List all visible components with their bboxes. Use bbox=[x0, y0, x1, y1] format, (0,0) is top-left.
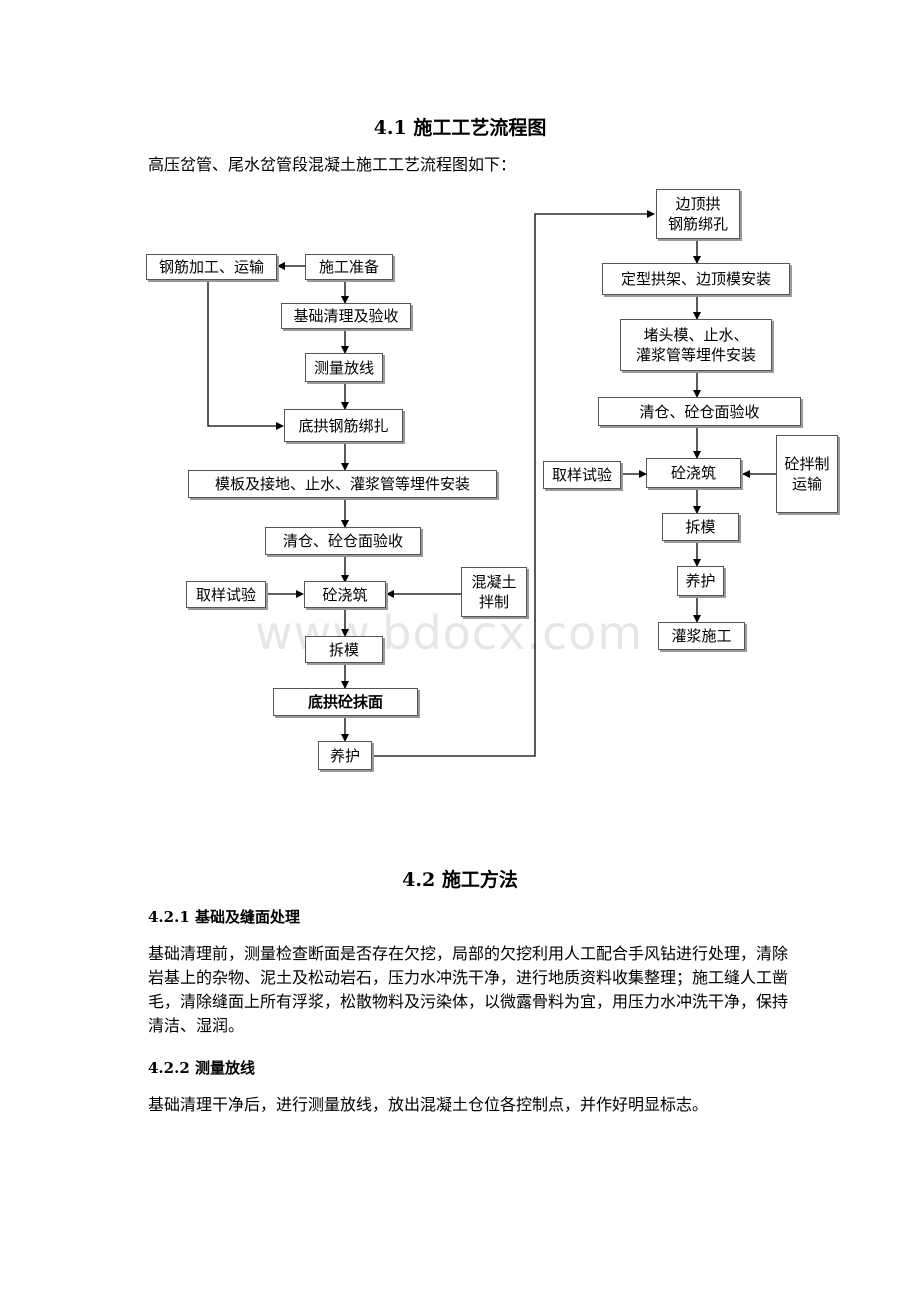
box-survey: 测量放线 bbox=[305, 353, 383, 382]
box-arch-formwork: 定型拱架、边顶模安装 bbox=[602, 263, 790, 295]
subsection-4-2-1-title: 4.2.1 基础及缝面处理 bbox=[148, 908, 300, 926]
box-grouting: 灌浆施工 bbox=[658, 622, 745, 650]
box-cure-right: 养护 bbox=[677, 566, 724, 596]
subsection-4-2-2-body: 基础清理干净后，进行测量放线，放出混凝土仓位各控制点，并作好明显标志。 bbox=[148, 1095, 709, 1114]
box-concrete-mix: 混凝土 拌制 bbox=[461, 567, 527, 617]
section-4-1-title: 4.1 施工工艺流程图 bbox=[373, 117, 547, 139]
box-embedded-parts: 堵头模、止水、 灌浆管等埋件安装 bbox=[620, 319, 772, 371]
box-formwork: 模板及接地、止水、灌浆管等埋件安装 bbox=[188, 470, 497, 498]
box-cure: 养护 bbox=[318, 741, 372, 770]
section-4-1-intro: 高压岔管、尾水岔管段混凝土施工工艺流程图如下： bbox=[148, 155, 517, 174]
arrow-steel-to-rebar bbox=[207, 278, 284, 430]
box-clean-accept-right: 清仓、砼仓面验收 bbox=[598, 397, 801, 426]
subsection-4-2-1-body: 基础清理前，测量检查断面是否存在欠挖，局部的欠挖利用人工配合手风钻进行处理，清除… bbox=[148, 944, 789, 1035]
box-steel-processing: 钢筋加工、运输 bbox=[146, 254, 277, 280]
box-bottom-rebar: 底拱钢筋绑扎 bbox=[284, 409, 403, 442]
subsection-4-2-2-title: 4.2.2 测量放线 bbox=[148, 1059, 255, 1077]
box-construction-prep: 施工准备 bbox=[305, 254, 393, 280]
arrow-cure-to-crown bbox=[372, 210, 655, 757]
box-demold-right: 拆模 bbox=[662, 513, 739, 541]
box-pour: 砼浇筑 bbox=[304, 581, 386, 608]
box-pour-right: 砼浇筑 bbox=[646, 458, 741, 488]
box-clean-accept: 清仓、砼仓面验收 bbox=[265, 527, 421, 555]
box-mix-transport: 砼拌制 运输 bbox=[776, 435, 838, 513]
box-crown-rebar: 边顶拱 钢筋绑孔 bbox=[656, 189, 740, 239]
box-bottom-finish: 底拱砼抹面 bbox=[273, 688, 418, 716]
box-sampling-right: 取样试验 bbox=[543, 461, 621, 489]
flowchart-connectors bbox=[207, 210, 776, 757]
box-sampling: 取样试验 bbox=[186, 581, 266, 608]
section-4-2-title: 4.2 施工方法 bbox=[402, 869, 518, 891]
box-foundation-clean: 基础清理及验收 bbox=[281, 303, 411, 329]
box-demold: 拆模 bbox=[305, 636, 383, 663]
